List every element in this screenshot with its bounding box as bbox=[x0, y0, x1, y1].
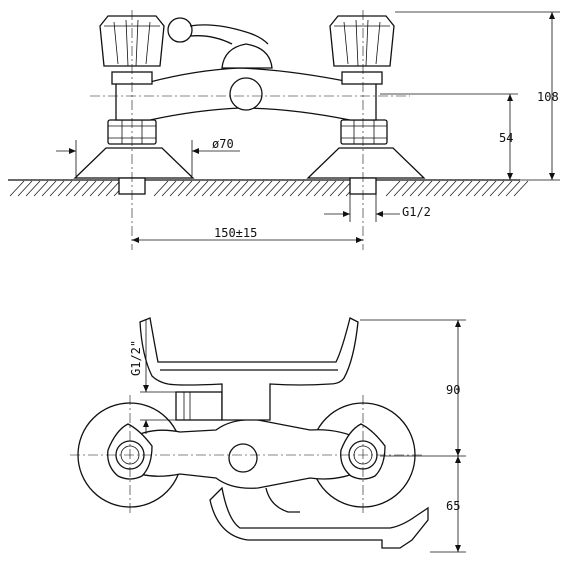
hatch-line bbox=[241, 180, 257, 197]
left-flange bbox=[73, 119, 195, 195]
hatch-line bbox=[233, 180, 249, 197]
dim-65: 65 bbox=[430, 456, 466, 553]
top-view: 108 54 ø70 G1/2 150±15 bbox=[8, 10, 560, 250]
hatch-line bbox=[97, 180, 113, 197]
hatch-line bbox=[89, 180, 105, 197]
hatch-line bbox=[65, 180, 81, 197]
hatch-line bbox=[209, 180, 225, 197]
hatch-line bbox=[505, 180, 521, 197]
hatch-line bbox=[161, 180, 177, 197]
hatch-line bbox=[105, 180, 121, 197]
dim-65-label: 65 bbox=[446, 499, 460, 513]
dim-54-label: 54 bbox=[499, 131, 513, 145]
dim-thread-side: G1/2" bbox=[129, 320, 176, 434]
hatch-line bbox=[153, 180, 169, 197]
hatch-line bbox=[305, 180, 321, 197]
hatch-line bbox=[73, 180, 89, 197]
hatch-line bbox=[441, 180, 457, 197]
hatch-line bbox=[185, 180, 201, 197]
hatch-line bbox=[329, 180, 345, 197]
dim-flange: ø70 bbox=[56, 137, 240, 176]
hatch-line bbox=[249, 180, 265, 197]
hatch-line bbox=[57, 180, 73, 197]
hatch-line bbox=[465, 180, 481, 197]
hatch-line bbox=[497, 180, 513, 197]
dim-flange-label: ø70 bbox=[212, 137, 234, 151]
dim-90-label: 90 bbox=[446, 383, 460, 397]
hatch-line bbox=[169, 180, 185, 197]
shower-holder bbox=[139, 317, 359, 421]
hatch-line bbox=[297, 180, 313, 197]
hatch-line bbox=[273, 180, 289, 197]
hatch-line bbox=[217, 180, 233, 197]
dim-thread-top-label: G1/2 bbox=[402, 205, 431, 219]
right-flange bbox=[306, 119, 426, 195]
hatch-line bbox=[25, 180, 41, 197]
hatch-line bbox=[17, 180, 33, 197]
hatch-line bbox=[265, 180, 281, 197]
hatch-line bbox=[473, 180, 489, 197]
bottom-view: G1/2" 90 65 bbox=[70, 317, 466, 553]
dim-54: 54 bbox=[380, 93, 518, 180]
hatch-line bbox=[489, 180, 505, 197]
hatch-line bbox=[33, 180, 49, 197]
hatch-line bbox=[449, 180, 465, 197]
dim-spacing: 150±15 bbox=[132, 226, 363, 243]
hatch-line bbox=[513, 180, 529, 197]
hatch-line bbox=[425, 180, 441, 197]
dim-90: 90 bbox=[360, 319, 466, 457]
hatch-line bbox=[433, 180, 449, 197]
hatch-line bbox=[313, 180, 329, 197]
right-handle bbox=[329, 15, 395, 85]
dim-108-label: 108 bbox=[537, 90, 559, 104]
hatch-line bbox=[49, 180, 65, 197]
hatch-line bbox=[281, 180, 297, 197]
dim-spacing-label: 150±15 bbox=[214, 226, 257, 240]
hatch-line bbox=[457, 180, 473, 197]
wall-hatch bbox=[8, 179, 529, 197]
hatch-line bbox=[417, 180, 433, 197]
hatch-line bbox=[41, 180, 57, 197]
hatch-line bbox=[81, 180, 97, 197]
hatch-line bbox=[401, 180, 417, 197]
spout bbox=[209, 486, 429, 549]
hatch-line bbox=[225, 180, 241, 197]
hatch-line bbox=[393, 180, 409, 197]
hatch-line bbox=[257, 180, 273, 197]
dim-thread-side-label: G1/2" bbox=[129, 340, 143, 376]
hatch-line bbox=[201, 180, 217, 197]
mixer-body bbox=[115, 17, 377, 121]
hatch-line bbox=[481, 180, 497, 197]
hatch-line bbox=[177, 180, 193, 197]
hatch-line bbox=[385, 180, 401, 197]
outlet-connector bbox=[175, 391, 223, 421]
hatch-line bbox=[409, 180, 425, 197]
hatch-line bbox=[321, 180, 337, 197]
hatch-line bbox=[193, 180, 209, 197]
hatch-line bbox=[9, 180, 25, 197]
dim-thread-top: G1/2 bbox=[324, 194, 431, 222]
dim-108: 108 bbox=[395, 11, 560, 181]
hatch-line bbox=[289, 180, 305, 197]
